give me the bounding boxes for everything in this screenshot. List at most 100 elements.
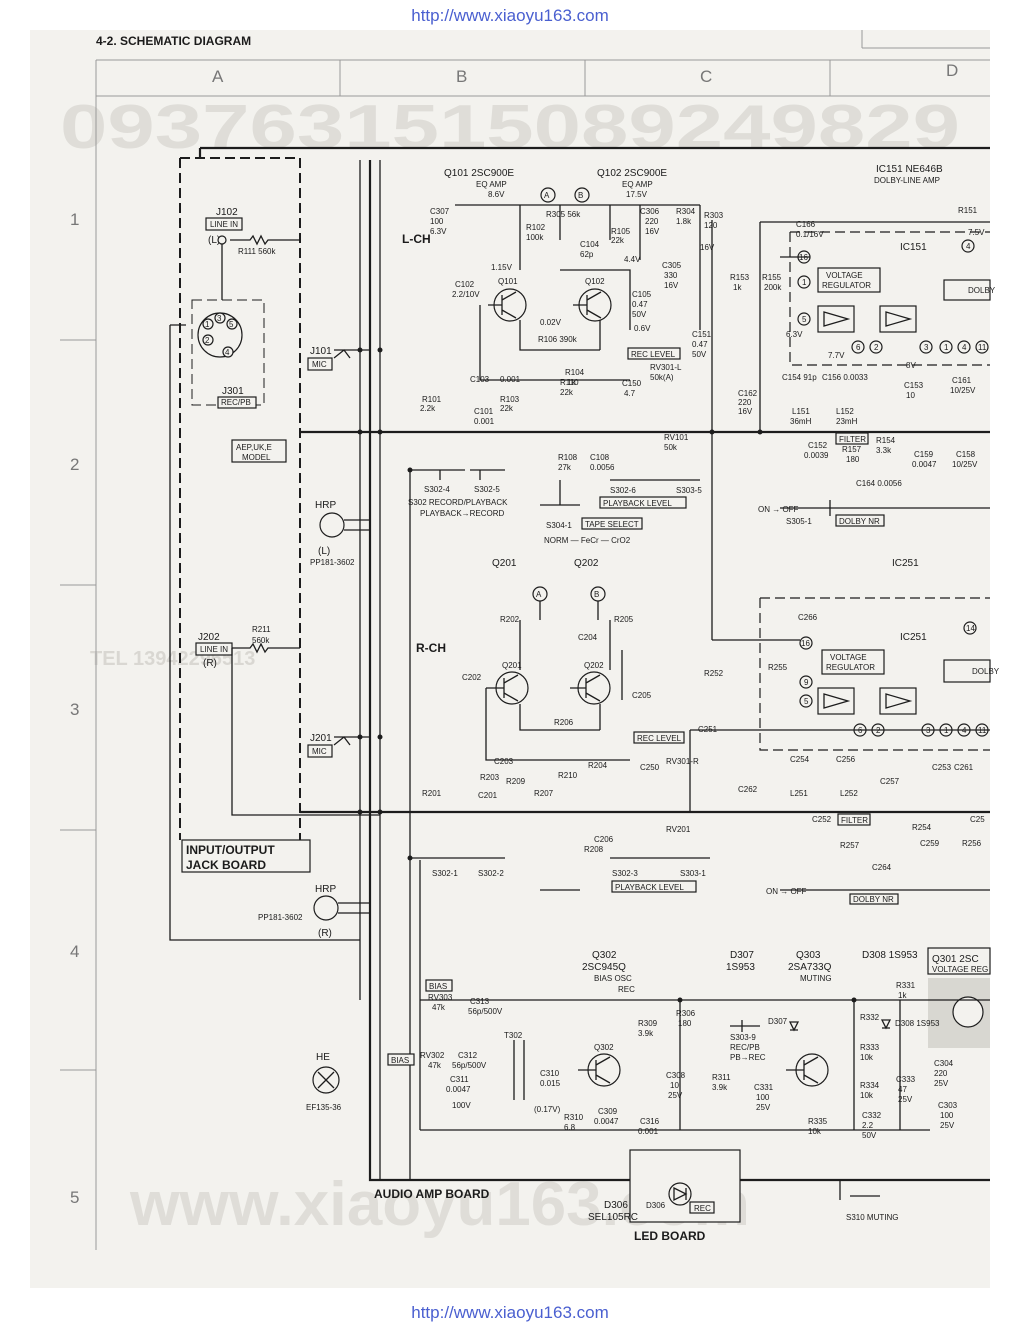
s302-6-label: S302-6 [610,486,636,495]
c104-val: 62p [580,250,594,259]
c156-label: C156 0.0033 [822,373,868,382]
r155-label: R155 [762,273,782,282]
rv101-label: RV101 [664,433,689,442]
c308-label: C308 [666,1071,686,1080]
c331-val: 100 [756,1093,770,1102]
r303-val: 120 [704,221,718,230]
diagram-title: 4-2. SCHEMATIC DIAGRAM [96,34,251,48]
r254-label: R254 [912,823,932,832]
q302-sub: BIAS OSC [594,974,632,983]
dolby-r: DOLBY [972,667,1000,676]
c332-label: C332 [862,1111,882,1120]
svg-text:REGULATOR: REGULATOR [826,663,875,672]
grid-row-5: 5 [70,1188,79,1207]
q101-ref: Q101 [498,277,518,286]
q302-type: 2SC945Q [582,962,626,973]
c158-label: C158 [956,450,976,459]
r103-label: R103 [500,395,520,404]
q201-label: Q201 [492,558,517,569]
svg-text:3: 3 [217,314,222,323]
v-15-5: REC [618,985,635,994]
c150-label: C150 [622,379,642,388]
rv101-val: 50k [664,443,678,452]
hrp-r-label: HRP [315,884,336,895]
l252-label: L252 [840,789,858,798]
grid-frame: A B C D 1 2 3 4 5 [60,30,990,1250]
c257-label: C257 [880,777,900,786]
on-off-l: ON → OFF [758,505,799,514]
c311-val: 0.0047 [446,1085,471,1094]
svg-text:REGULATOR: REGULATOR [822,281,871,290]
s302-4-label: S302-4 [424,485,450,494]
norm-label: NORM — FeCr — CrO2 [544,536,631,545]
c161-val: 10/25V [950,386,976,395]
r151-label: R151 [958,206,978,215]
c162-v: 16V [738,407,753,416]
c101-label: C101 [474,407,494,416]
grid-row-2: 2 [70,455,79,474]
s302-1-label: S302-1 [432,869,458,878]
s303-1-label: S303-1 [680,869,706,878]
r306-val: 180 [678,1019,692,1028]
audio-amp-board-outline [368,160,630,1182]
c308-v: 25V [668,1091,683,1100]
c306-label: C306 [640,207,660,216]
c162-val: 220 [738,398,752,407]
j202-label: J202 [198,632,220,643]
grid-col-d: D [946,61,958,80]
model-label-1: AEP,UK,E [236,443,272,452]
c152-val: 0.0039 [804,451,829,460]
r303-label: R303 [704,211,724,220]
j201-label: J201 [310,733,332,744]
c204-label: C204 [578,633,598,642]
r154-label: R154 [876,436,896,445]
r305-label: R305 56k [546,210,581,219]
bottom-url[interactable]: http://www.xiaoyu163.com [411,1303,609,1322]
q301-symbol [952,996,984,1028]
q303-label: Q303 [796,950,821,961]
r310-label: R310 [564,1113,584,1122]
hrp-r-side: (R) [318,928,332,939]
svg-text:A: A [536,590,542,599]
c256-label: C256 [836,755,856,764]
q102-sub: EQ AMP [622,180,653,189]
c303-val: 100 [940,1111,954,1120]
hrp-l-side: (L) [318,546,330,557]
rv301l-label: RV301-L [650,363,682,372]
c158-val: 10/25V [952,460,978,469]
rec-led-label: REC [694,1204,711,1213]
top-url[interactable]: http://www.xiaoyu163.com [411,6,609,25]
r331-val: 1k [898,991,907,1000]
c150-val: 4.7 [624,389,636,398]
q303-sub: MUTING [800,974,832,983]
c251-label: C251 [698,725,718,734]
svg-text:11: 11 [978,343,987,352]
svg-text:1: 1 [205,320,210,329]
r255-label: R255 [768,663,788,672]
c154-label: C154 91p [782,373,817,382]
c102-val: 2.2/10V [452,290,480,299]
playback-level-r: PLAYBACK LEVEL [615,883,684,892]
c309-label: C309 [598,1107,618,1116]
d306-type: SEL105RC [588,1212,638,1223]
playback-level-l: PLAYBACK LEVEL [603,499,672,508]
q102-ref: Q102 [585,277,605,286]
c264-label: C264 [872,863,892,872]
rv302-label: RV302 [420,1051,445,1060]
svg-text:5: 5 [229,320,234,329]
c308-val: 10 [670,1081,679,1090]
d307-ref: D307 [768,1017,788,1026]
svg-text:5: 5 [804,697,809,706]
svg-text:2: 2 [205,336,210,345]
c307-v: 6.3V [430,227,447,236]
r335-val: 10k [808,1127,822,1136]
dolby-nr-r: DOLBY NR [853,895,894,904]
c332-val: 2.2 [862,1121,874,1130]
v-5: 0.02V [540,318,562,327]
filter-l: FILTER [839,435,866,444]
ic151-sub: DOLBY-LINE AMP [874,176,940,185]
r102-label: R102 [526,223,546,232]
r201-label: R201 [422,789,442,798]
dolby-l: DOLBY [968,286,996,295]
r310-val: 6.8 [564,1123,576,1132]
